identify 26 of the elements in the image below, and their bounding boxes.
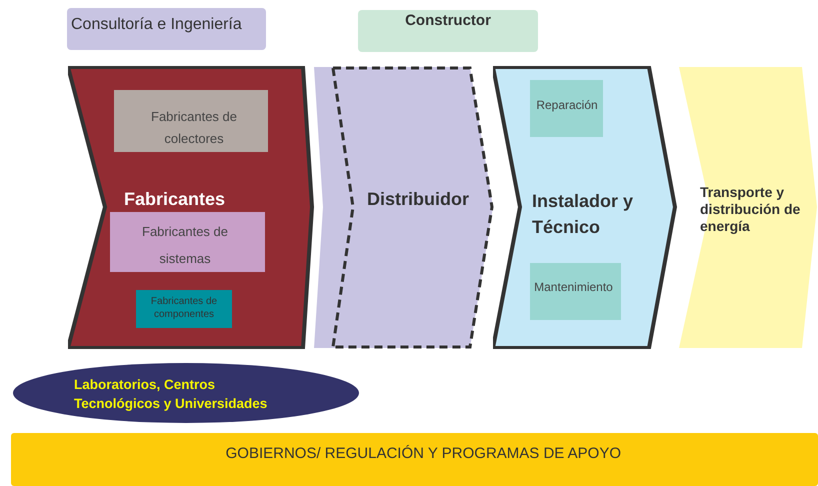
node-label: Transporte y distribución de energía: [700, 184, 802, 235]
node-label: Mantenimiento: [533, 280, 614, 294]
support-band: [11, 433, 818, 486]
stage-panel: [679, 66, 818, 349]
segment-box: [136, 290, 232, 328]
role-box: [67, 8, 266, 50]
node-label: Consultoría e Ingeniería: [71, 15, 243, 34]
stage-panel: [493, 66, 677, 349]
stage-panel: [314, 66, 494, 349]
segment-box: [110, 212, 265, 272]
node-label: Constructor: [404, 12, 492, 30]
node-label: Laboratorios, Centros Tecnológicos y Universidades: [74, 376, 268, 413]
segment-box: [530, 263, 621, 320]
node-label: Fabricantes de componentes: [150, 295, 218, 321]
segment-box: [530, 80, 603, 137]
institution-ellipse: [12, 362, 360, 424]
role-box: [358, 10, 538, 52]
node-label: Fabricantes de colectores: [150, 108, 238, 148]
segment-box: [114, 90, 268, 152]
node-label: Fabricantes: [124, 188, 226, 210]
node-label: Instalador y Técnico: [532, 190, 634, 239]
node-label: Reparación: [535, 98, 599, 112]
node-label: Distribuidor: [367, 188, 470, 210]
node-label: Fabricantes de sistemas: [141, 223, 229, 268]
stage-panel: [68, 66, 314, 349]
node-label: GOBIERNOS/ REGULACIÓN Y PROGRAMAS DE APOYO: [224, 445, 621, 463]
